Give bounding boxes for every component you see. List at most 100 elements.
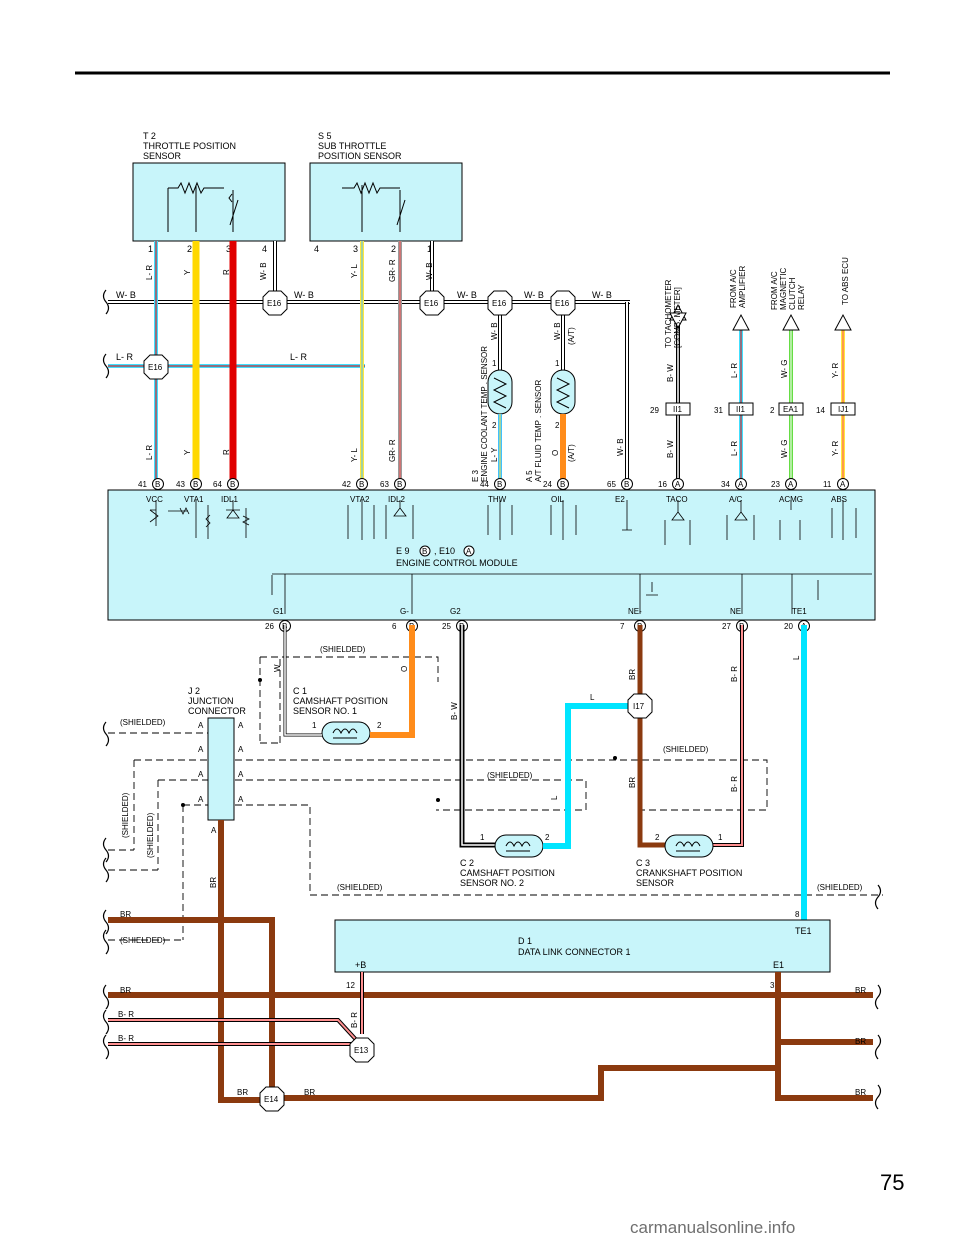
t2-pin1: 1 (148, 244, 153, 254)
dest-amp-line1: FROM A/C (729, 269, 738, 308)
wire-taco-bw (669, 303, 687, 483)
dest-tacho-line2: [COMB. METER] (673, 287, 682, 348)
svg-text:CAMSHAFT POSITION: CAMSHAFT POSITION (293, 696, 388, 706)
svg-text:II1: II1 (736, 405, 745, 414)
t2-name-line2: SENSOR (143, 151, 182, 161)
wire-label-yr-1: Y- R (831, 363, 840, 378)
wire-label-c1-w: W (273, 664, 282, 672)
terminal-label: VCC (146, 495, 163, 504)
terminal-conn: A (738, 480, 744, 489)
wire-label-vcc-lr: L- R (145, 445, 154, 460)
dest-mag-line3: CLUTCH (788, 277, 797, 310)
e3-pin2: 2 (492, 421, 497, 430)
wire-label-br-6: BR (237, 1088, 248, 1097)
terminal-label: TE1 (792, 607, 807, 616)
a5-pin1: 1 (555, 359, 560, 368)
terminal-conn: B (560, 480, 565, 489)
terminal-label: OIL (551, 495, 564, 504)
svg-text:A: A (466, 547, 472, 556)
wire-label-w-b-4: W- B (524, 290, 544, 300)
a5-at-2: (A/T) (567, 444, 576, 462)
terminal-label: G2 (450, 607, 461, 616)
splice-e16-4: E16 (550, 290, 576, 316)
wire-b-r-to-e13 (108, 972, 364, 1046)
ecm-label-block: E 9 B , E10 A ENGINE CONTROL MODULE (396, 545, 518, 568)
wire-label-ne-br-1: BR (628, 669, 637, 680)
splice-i17: I17 (627, 693, 653, 719)
terminal-conn: A (840, 480, 846, 489)
wire-label-y-2: Y (183, 449, 192, 455)
terminal-label: E2 (615, 495, 625, 504)
e3-wire-wb: W- B (490, 322, 499, 340)
svg-text:12: 12 (346, 981, 355, 990)
wire-label-r-2: R (222, 449, 231, 455)
svg-text:E16: E16 (424, 299, 439, 308)
wire-label-wg-1: W- G (780, 359, 789, 378)
wire-label-r-1: R (222, 269, 231, 275)
wire-label-t2-wb: W- B (259, 262, 268, 280)
svg-text:14: 14 (816, 406, 825, 415)
terminal-pin: 44 (480, 480, 489, 489)
wire-label-w-b-3: W- B (457, 290, 477, 300)
s5-id: S 5 (318, 131, 332, 141)
t2-throttle-position-sensor: T 2 THROTTLE POSITION SENSOR 1 2 3 4 (132, 131, 286, 254)
label-shielded-2: (SHIELDED) (120, 718, 166, 727)
wire-label-s5-wb: W- B (425, 262, 434, 280)
svg-text:CRANKSHAFT POSITION: CRANKSHAFT POSITION (636, 868, 742, 878)
label-shielded-5: (SHIELDED) (121, 792, 130, 838)
svg-text:E13: E13 (354, 1046, 369, 1055)
t2-name-line1: THROTTLE POSITION (143, 141, 236, 151)
svg-text:+B: +B (355, 960, 366, 970)
d1-data-link-connector: D 1 DATA LINK CONNECTOR 1 TE1 +B E1 12 3 (334, 919, 831, 990)
terminal-conn: A (788, 480, 794, 489)
s5-name-line2: POSITION SENSOR (318, 151, 402, 161)
svg-text:A: A (198, 795, 204, 804)
a5-at-fluid-temp-sensor: 1 2 A 5 A/T FLUID TEMP . SENSOR W- B (A/… (525, 322, 576, 483)
label-shielded-7: (SHIELDED) (337, 883, 383, 892)
dest-mag-line4: RELAY (797, 284, 806, 310)
svg-text:E16: E16 (148, 363, 163, 372)
dest-amp-line2: AMPLIFIER (738, 266, 747, 308)
terminal-label: NE (730, 607, 741, 616)
c1-camshaft-position-sensor-1: C 1 CAMSHAFT POSITION SENSOR NO. 1 1 2 (293, 686, 388, 745)
label-shielded-9: (SHIELDED) (120, 936, 166, 945)
svg-text:II1: II1 (673, 405, 682, 414)
wire-label-br-2: BR (120, 986, 131, 995)
a5-pin2: 2 (555, 421, 560, 430)
wire-label-ne-rb-1: B- R (730, 666, 739, 682)
wire-label-l-r-2: L- R (290, 352, 308, 362)
wire-label-j2-br: BR (209, 877, 218, 888)
wire-label-gr-r-2: GR- R (388, 439, 397, 462)
a5-wire-o: O (551, 450, 560, 456)
t2-pin4: 4 (262, 244, 267, 254)
terminal-label: ABS (831, 495, 847, 504)
s5-pin1: 1 (427, 244, 432, 254)
wire-label-e2-wb: W- B (616, 438, 625, 456)
wire-label-ac-lr-2: L- R (730, 441, 739, 456)
wire-label-wg-2: W- G (780, 439, 789, 458)
svg-text:A: A (238, 745, 244, 754)
label-shielded-1: (SHIELDED) (320, 645, 366, 654)
terminal-label: NE- (628, 607, 642, 616)
c3-crankshaft-position-sensor: 2 1 C 3 CRANKSHAFT POSITION SENSOR (636, 833, 742, 888)
wire-c2-l (543, 703, 641, 849)
terminal-label: VTA2 (350, 495, 370, 504)
splice-e14: E14 (259, 1086, 285, 1112)
wire-label-rb-3: B- R (350, 1012, 359, 1028)
wire-label-w-b-5: W- B (592, 290, 612, 300)
svg-text:A: A (198, 770, 204, 779)
dest-tacho-line1: TO TACHOMETER (664, 279, 673, 348)
s5-name-line1: SUB THROTTLE (318, 141, 386, 151)
t2-pin3: 3 (226, 244, 231, 254)
terminal-pin: 6 (392, 622, 397, 631)
wire-label-te1-l: L (792, 655, 801, 660)
wire-label-ne-rb-2: B- R (730, 776, 739, 792)
ecm-top-terminals: B41VCCB43VTA1B64IDL1B42VTA2B63IDL2B44THW… (138, 478, 849, 504)
